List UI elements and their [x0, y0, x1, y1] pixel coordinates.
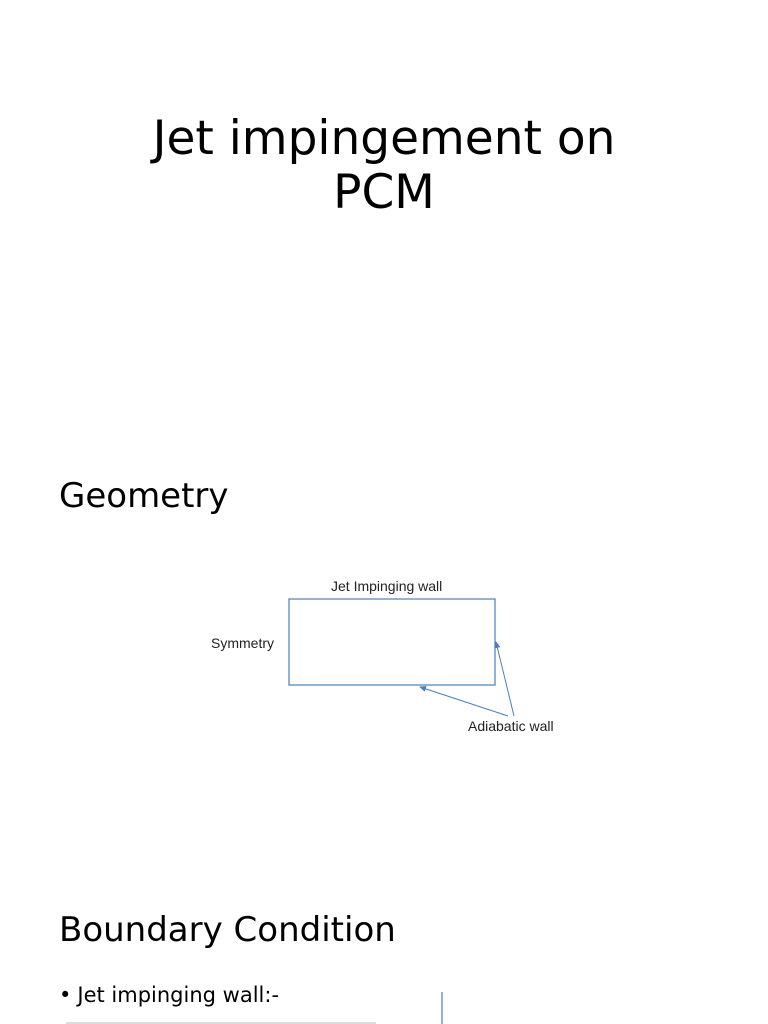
bullet-text: Jet impinging wall:- — [77, 983, 280, 1007]
adiabatic-wall-label: Adiabatic wall — [468, 718, 554, 734]
bullet-marker: • — [59, 983, 72, 1007]
symmetry-label: Symmetry — [211, 635, 274, 651]
domain-rectangle — [288, 598, 496, 686]
slide-title: Jet impingement on PCM — [0, 112, 768, 220]
arrow-to-right-wall — [494, 641, 515, 717]
bullet-jet-impinging-wall: •Jet impinging wall:- — [59, 982, 279, 1008]
slide-title-line-2: PCM — [333, 165, 435, 220]
slide-title-line-1: Jet impingement on — [152, 111, 616, 166]
arrow-to-bottom-wall — [419, 686, 509, 717]
geometry-heading: Geometry — [59, 476, 229, 516]
boundary-condition-heading: Boundary Condition — [59, 910, 396, 950]
jet-impinging-wall-label: Jet Impinging wall — [331, 578, 443, 594]
